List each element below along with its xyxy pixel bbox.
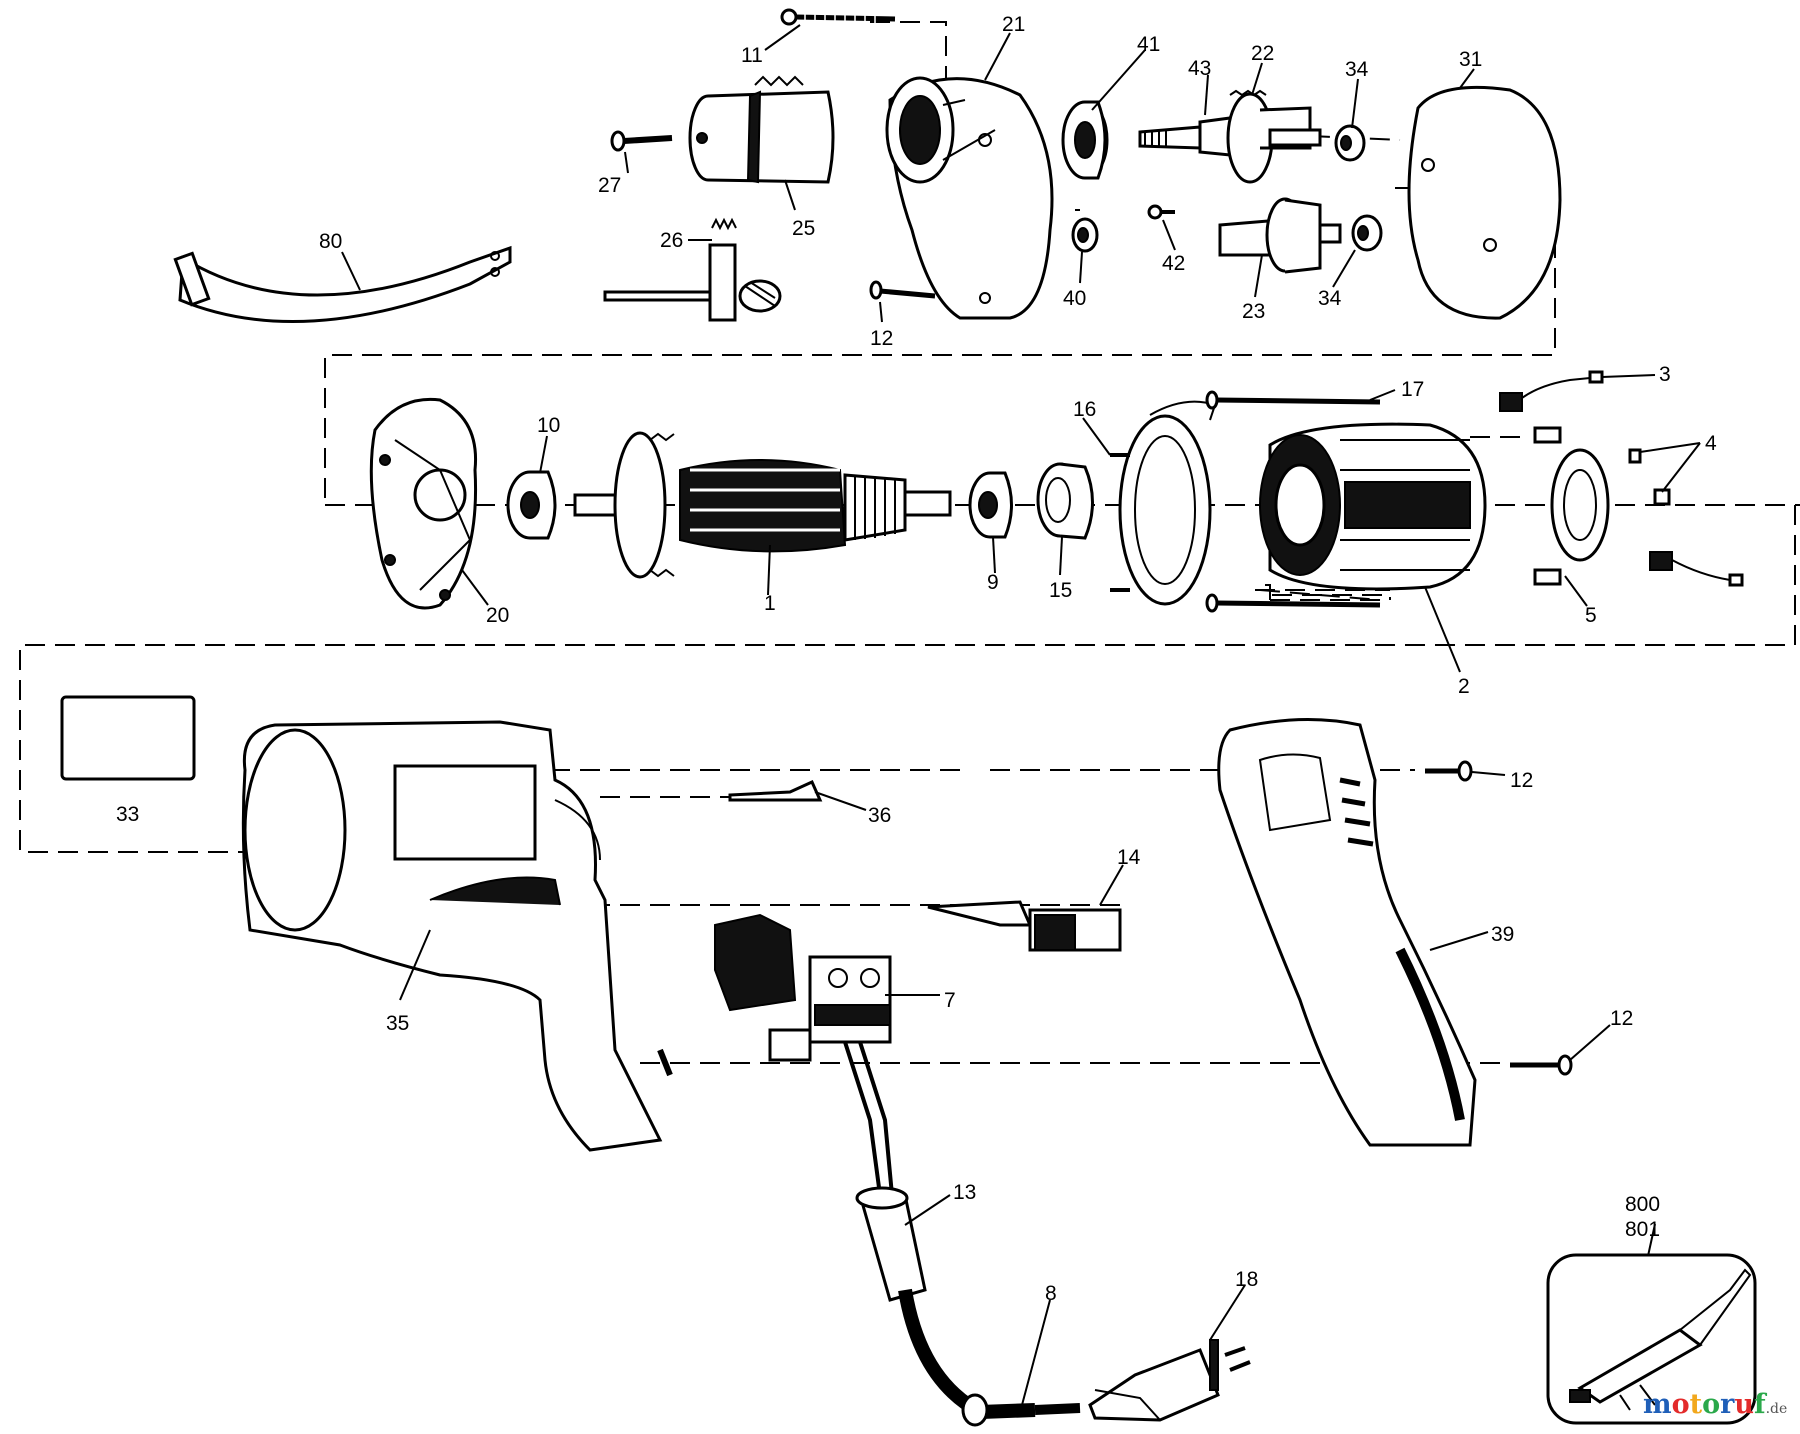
label-41: 41 (1137, 33, 1160, 56)
gasket-part-31 (1407, 85, 1562, 320)
screw-part-17 (1205, 390, 1381, 613)
svg-text:motoruf.de: motoruf.de (1643, 1389, 1787, 1420)
label-13: 13 (953, 1181, 976, 1204)
glue-gun-inset-800-801 (1546, 1253, 1757, 1425)
label-2: 2 (1458, 675, 1470, 698)
wm-letter-1: o (1672, 1389, 1690, 1420)
screw-part-12-right-top (1425, 760, 1473, 782)
wm-suffix: .de (1766, 1401, 1788, 1417)
label-80: 80 (319, 230, 342, 253)
brush-part-3 (1499, 370, 1604, 412)
row3-parts (60, 695, 1757, 1427)
wm-letter-0: m (1643, 1389, 1672, 1420)
gear-housing-part-21 (885, 76, 1054, 320)
strain-relief-part-13 (855, 1186, 927, 1302)
label-15: 15 (1049, 579, 1072, 602)
strap-part-80 (173, 245, 512, 324)
label-43: 43 (1188, 57, 1211, 80)
label-34-top: 34 (1345, 58, 1369, 81)
handle-part-39 (1217, 718, 1477, 1147)
end-plate-part-20 (369, 397, 478, 610)
label-9: 9 (987, 571, 999, 594)
label-25: 25 (792, 217, 815, 240)
label-39: 39 (1491, 923, 1514, 946)
label-26: 26 (660, 229, 683, 252)
label-42: 42 (1162, 252, 1185, 275)
label-36: 36 (868, 804, 891, 827)
label-18: 18 (1235, 1268, 1258, 1291)
chuck-part-25 (688, 75, 835, 184)
field-part-2 (1259, 422, 1487, 591)
label-40: 40 (1063, 287, 1086, 310)
wm-letter-2: t (1690, 1389, 1703, 1420)
label-10: 10 (537, 414, 560, 437)
plug-part-18 (1088, 1339, 1251, 1422)
label-12-top: 12 (870, 327, 893, 350)
bearing-part-10 (506, 470, 557, 540)
label-17: 17 (1401, 378, 1424, 401)
screw-part-12-right-bottom (1510, 1054, 1573, 1076)
bushing-part-34-top (1334, 124, 1366, 162)
nameplate-part-33 (60, 695, 196, 781)
row2-parts (369, 370, 1744, 613)
wm-letter-5: u (1734, 1389, 1754, 1420)
label-5: 5 (1585, 604, 1597, 627)
gear-part-23 (1218, 197, 1342, 274)
bearing-part-41 (1061, 100, 1109, 180)
wm-letter-4: r (1720, 1389, 1735, 1420)
label-3: 3 (1659, 363, 1671, 386)
leader-lines (341, 24, 1701, 1406)
label-34-lower: 34 (1318, 287, 1342, 310)
label-31: 31 (1459, 48, 1482, 71)
terminal-part-36 (728, 780, 823, 802)
switch-lever-part-14 (927, 900, 1122, 952)
label-1: 1 (764, 592, 776, 615)
bearing-part-9 (968, 471, 1013, 539)
bushing-part-34-lower (1351, 214, 1383, 252)
screw-part-27 (610, 130, 673, 152)
chuck-key-part-26 (603, 217, 782, 322)
label-8: 8 (1045, 1282, 1057, 1305)
wm-letter-3: o (1702, 1389, 1720, 1420)
screw-part-11 (780, 8, 896, 26)
label-21: 21 (1002, 13, 1025, 36)
armature-part-1 (573, 431, 952, 579)
label-20: 20 (486, 604, 509, 627)
screw-part-12-top (869, 280, 936, 300)
row1-parts (173, 8, 1562, 324)
label-12-right-top: 12 (1510, 769, 1533, 792)
label-14: 14 (1117, 846, 1141, 869)
label-23: 23 (1242, 300, 1265, 323)
label-11: 11 (741, 44, 763, 67)
label-4: 4 (1705, 432, 1717, 455)
label-800: 800 (1625, 1193, 1660, 1216)
label-801: 801 (1625, 1218, 1660, 1241)
wm-letter-6: f (1754, 1389, 1768, 1420)
watermark-logo: motoruf.de (1643, 1389, 1787, 1420)
bushing-part-15 (1036, 462, 1094, 540)
label-7: 7 (944, 989, 956, 1012)
bushing-part-40 (1071, 217, 1099, 253)
label-12-right-bottom: 12 (1610, 1007, 1633, 1030)
cord-part-8 (898, 1288, 1081, 1427)
gear-part-22 (1226, 89, 1322, 184)
switch-part-7 (714, 913, 894, 1196)
label-33: 33 (116, 803, 139, 826)
screw-part-42 (1147, 204, 1175, 220)
spindle-part-43 (1138, 116, 1232, 157)
label-27: 27 (598, 174, 621, 197)
brush-holder-part-4 (1533, 426, 1671, 586)
housing-part-35 (241, 720, 673, 1152)
label-22: 22 (1251, 42, 1274, 65)
label-16: 16 (1073, 398, 1096, 421)
brush-part-5 (1649, 551, 1744, 587)
part-labels: 11 21 41 43 22 34 31 27 25 80 26 12 40 4… (116, 13, 1717, 1305)
label-35: 35 (386, 1012, 409, 1035)
baffle-part-16 (1110, 400, 1217, 606)
